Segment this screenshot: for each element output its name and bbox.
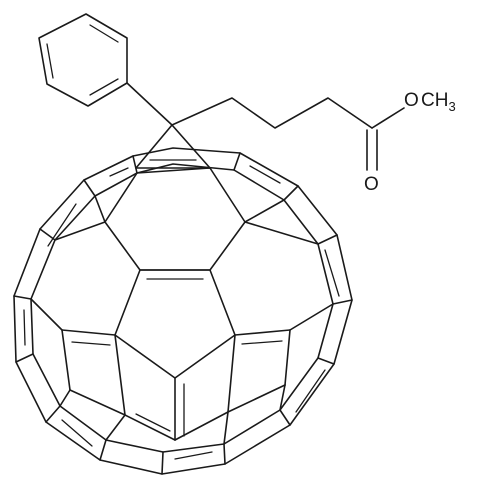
methyl-label: CH3 [421, 90, 456, 114]
phenyl-bridge-bond [126, 82, 173, 126]
fullerene-cage [13, 147, 353, 475]
ester-chain [171, 97, 405, 171]
phenyl-ring [38, 13, 128, 107]
ester-oxygen-label: O [404, 90, 419, 111]
carbonyl-oxygen-label: O [364, 174, 379, 195]
cyclopropane-ring [135, 124, 211, 169]
